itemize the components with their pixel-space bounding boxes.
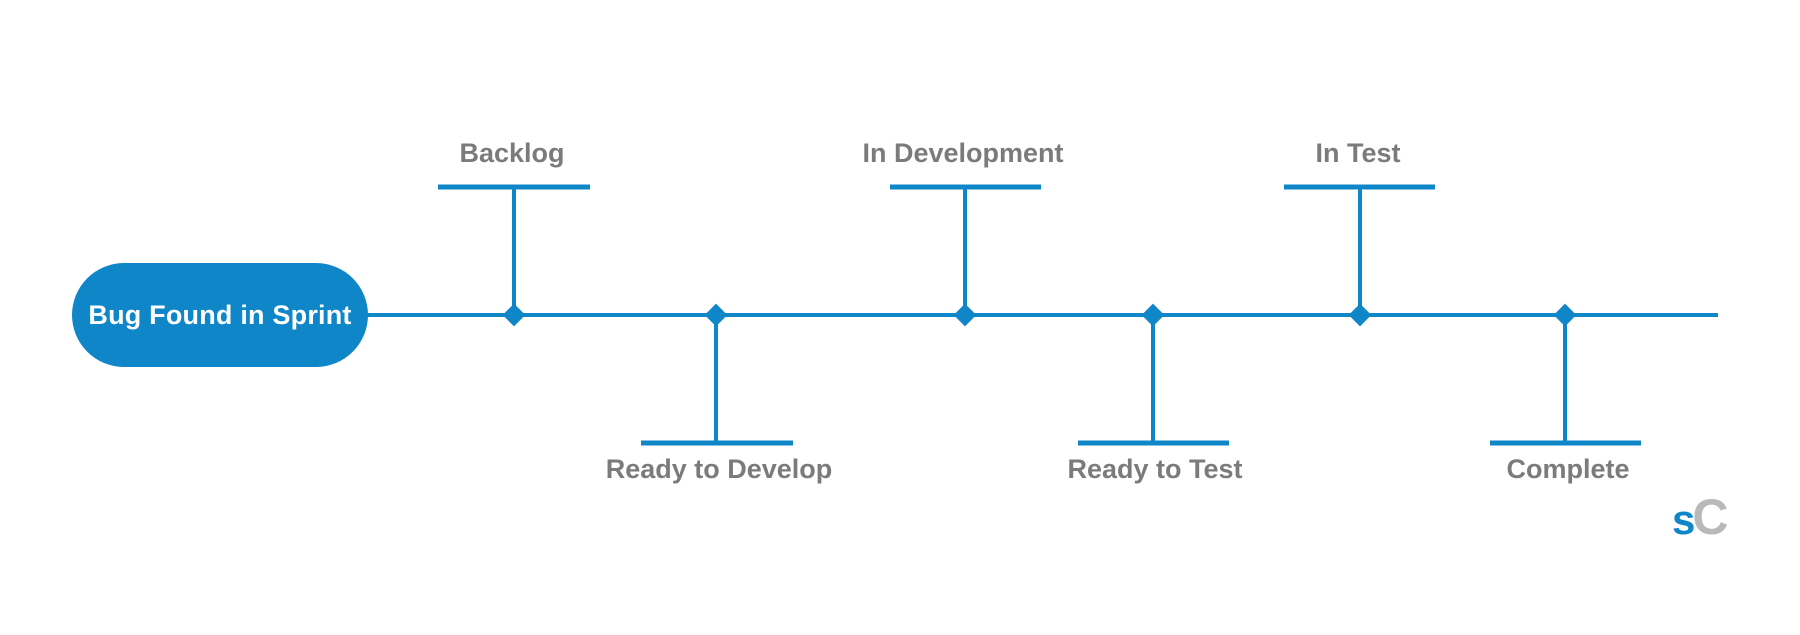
in-development-node-diamond bbox=[953, 303, 977, 327]
in-test-node-diamond bbox=[1348, 303, 1372, 327]
stage-label-backlog: Backlog bbox=[459, 138, 565, 168]
complete-node-diamond bbox=[1553, 303, 1577, 327]
logo-mark-s: s bbox=[1672, 496, 1695, 543]
stage-label-ready-to-test: Ready to Test bbox=[1067, 454, 1243, 484]
brand-logo: sC bbox=[1672, 489, 1728, 545]
start-node-bug-found: Bug Found in Sprint bbox=[72, 263, 368, 367]
stage-label-in-development: In Development bbox=[862, 138, 1064, 168]
ready-to-test-node-diamond bbox=[1141, 303, 1165, 327]
stage-label-complete: Complete bbox=[1506, 454, 1630, 484]
start-node-label: Bug Found in Sprint bbox=[88, 299, 352, 330]
stage-label-in-test: In Test bbox=[1315, 138, 1401, 168]
stage-label-ready-to-develop: Ready to Develop bbox=[605, 454, 833, 484]
logo-mark-c: C bbox=[1692, 489, 1728, 545]
ready-to-develop-node-diamond bbox=[704, 303, 728, 327]
backlog-node-diamond bbox=[502, 303, 526, 327]
